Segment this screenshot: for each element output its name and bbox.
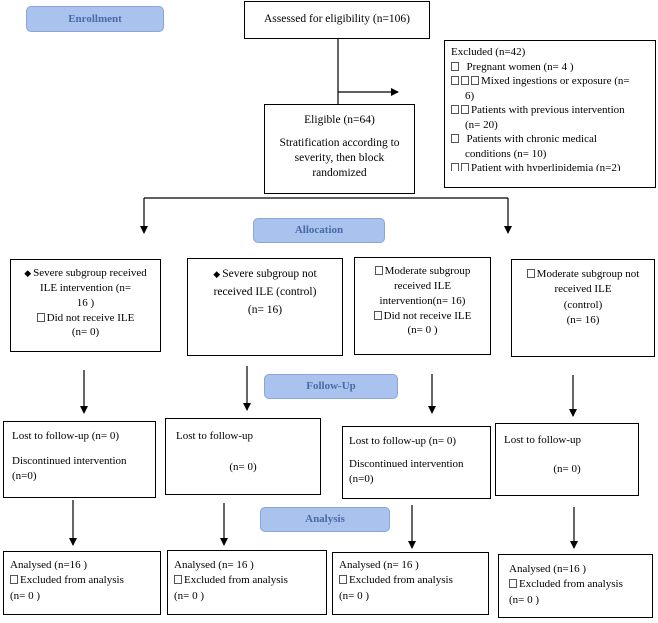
followup-box-4: Lost to follow-up (n= 0) (495, 423, 639, 496)
analysis-label: Analysis (260, 507, 390, 532)
enrollment-label: Enrollment (26, 6, 164, 32)
excluded-title: Excluded (n=42) (451, 46, 526, 58)
analysis-box-2: Analysed (n= 16 ) Excluded from analysis… (167, 550, 327, 615)
allocation-box-3: Moderate subgroup received ILE intervent… (354, 257, 491, 355)
excluded-item-cont: (n= 20) (465, 118, 498, 131)
checkbox-icon (451, 134, 459, 144)
allocation-box-4: Moderate subgroup not received ILE (cont… (511, 259, 655, 357)
checkbox-icon (174, 575, 182, 585)
checkbox-icon (509, 579, 517, 589)
checkbox-icon (10, 575, 18, 585)
checkbox-icon (373, 310, 382, 320)
allocation-label: Allocation (253, 218, 385, 243)
excluded-item-cont: 6) (465, 89, 475, 102)
checkbox-icon (526, 269, 535, 278)
eligible-desc: severity, then block (294, 151, 385, 164)
assessed-box: Assessed for eligibility (n=106) (244, 1, 430, 39)
allocation-box-1: ◆Severe subgroup received ILE interventi… (10, 259, 161, 352)
excluded-item: Mixed ingestions or exposure (n= (451, 74, 649, 89)
checkbox-icon (36, 312, 45, 322)
analysis-box-3: Analysed (n= 16 ) Excluded from analysis… (332, 552, 489, 615)
eligible-desc: randomized (312, 166, 367, 179)
checkbox-icon (451, 61, 459, 71)
followup-box-3: Lost to follow-up (n= 0) Discontinued in… (342, 426, 491, 499)
followup-box-2: Lost to follow-up (n= 0) (165, 418, 321, 495)
checkbox-icon (461, 76, 469, 86)
excluded-item: Patient with hyperlipidemia (n=2) (451, 161, 649, 172)
eligible-count: Eligible (n=64) (304, 114, 375, 126)
excluded-item: Pregnant women (n= 4 ) (451, 60, 649, 75)
checkbox-icon (461, 105, 469, 115)
allocation-box-2: ◆Severe subgroup not received ILE (contr… (187, 258, 343, 356)
eligible-box: Eligible (n=64) Stratification according… (264, 104, 415, 194)
analysis-box-1: Analysed (n=16 ) Excluded from analysis … (3, 551, 161, 615)
bullet-icon: ◆ (213, 269, 221, 279)
analysis-box-4: Analysed (n=16 ) Excluded from analysis … (498, 554, 653, 618)
excluded-item-cont: conditions (n= 10) (465, 147, 547, 160)
checkbox-icon (451, 163, 459, 172)
checkbox-icon (461, 163, 469, 172)
excluded-item: Patients with previous intervention (451, 103, 649, 118)
followup-box-1: Lost to follow-up (n= 0) Discontinued in… (3, 421, 156, 498)
followup-label: Follow-Up (264, 374, 398, 399)
checkbox-icon (374, 266, 383, 275)
checkbox-icon (451, 76, 459, 86)
excluded-item: Patients with chronic medical (451, 132, 649, 147)
assessed-text: Assessed for eligibility (n=106) (263, 13, 411, 25)
checkbox-icon (451, 105, 459, 115)
checkbox-icon (339, 575, 347, 585)
eligible-desc: Stratification according to (279, 136, 400, 149)
excluded-box: Excluded (n=42) Pregnant women (n= 4 ) M… (444, 40, 656, 188)
checkbox-icon (471, 76, 479, 86)
bullet-icon: ◆ (24, 268, 32, 278)
